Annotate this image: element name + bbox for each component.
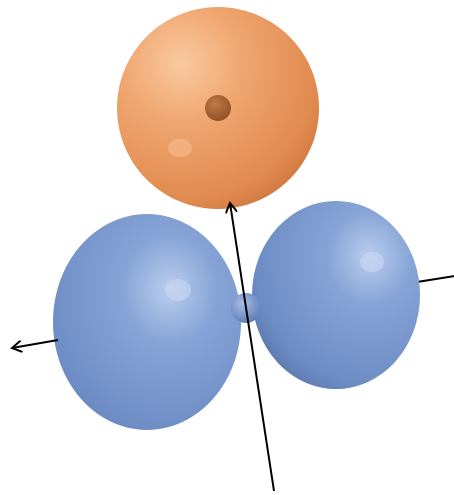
p-orbital-lobe-left (53, 214, 241, 430)
horizontal-axis-arrow-left (12, 339, 59, 348)
s-orbital-nucleus (205, 95, 231, 121)
s-orbital-highlight (168, 139, 192, 157)
p-lobe-left-highlight (165, 279, 191, 301)
p-lobe-right-highlight (360, 252, 384, 272)
vertical-axis-arrow-up (230, 203, 275, 492)
p-orbital-lobe-right (252, 201, 420, 389)
